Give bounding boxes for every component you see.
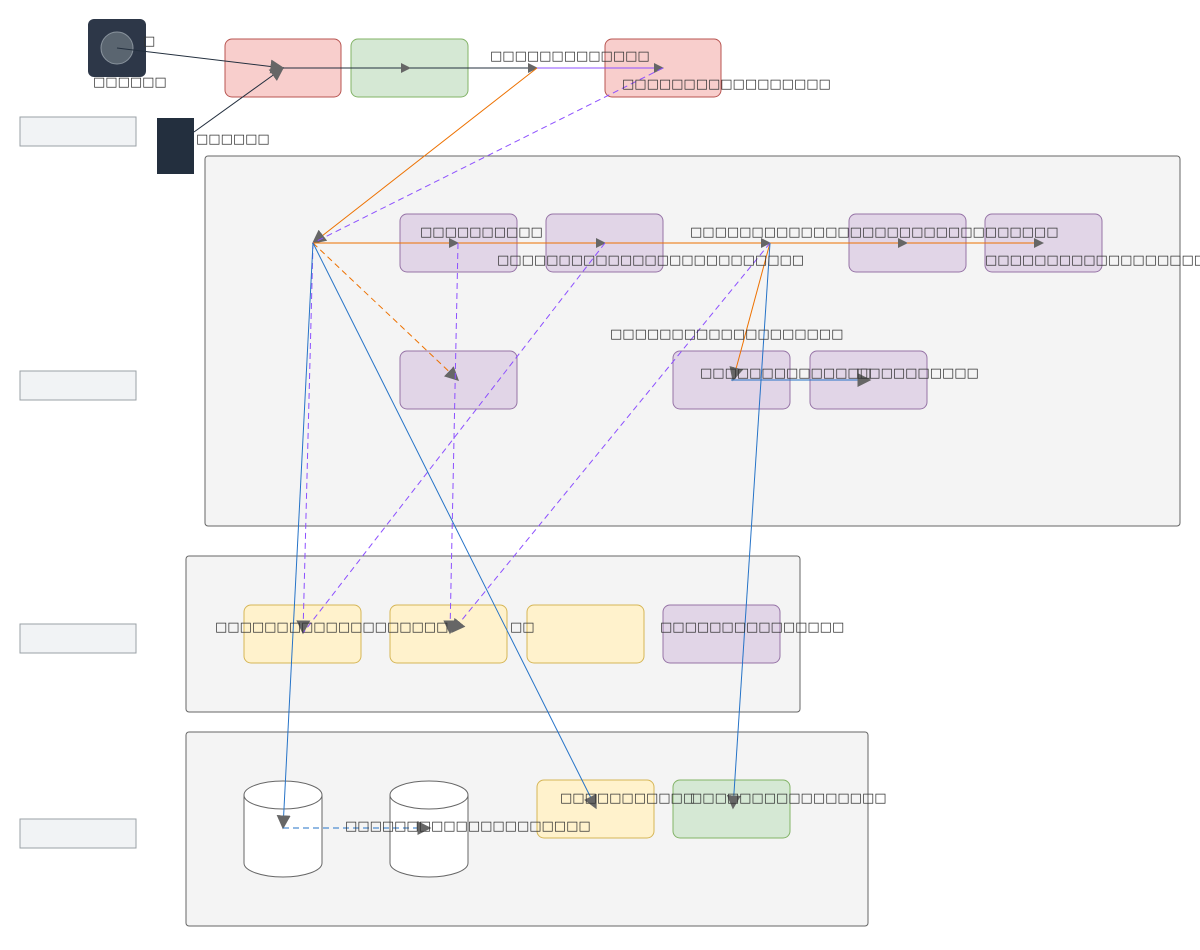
edge bbox=[451, 242, 771, 634]
node-service-4[interactable] bbox=[662, 604, 781, 664]
lane-label-2 bbox=[19, 370, 137, 401]
edge bbox=[116, 47, 285, 74]
edge bbox=[311, 67, 538, 244]
lane-label-4 bbox=[19, 818, 137, 849]
edge-label: □□□□□□□□□□ bbox=[420, 225, 543, 240]
device-icon[interactable] bbox=[157, 118, 194, 174]
edge bbox=[302, 242, 606, 634]
edge bbox=[193, 67, 285, 133]
edge-label: □□□□□□□□□□□□□□□□□□□ bbox=[215, 620, 448, 635]
user-label: □□□□□□ bbox=[93, 75, 167, 90]
lane-label-1 bbox=[19, 116, 137, 147]
edge bbox=[312, 242, 597, 810]
edge-label: □□□□□□□□□□□□□□□□□□□□□□□□□ bbox=[497, 253, 804, 268]
edge bbox=[726, 242, 771, 810]
user-badge: □ bbox=[143, 34, 155, 49]
database-1-icon[interactable] bbox=[243, 780, 323, 878]
lane-label-3 bbox=[19, 623, 137, 654]
node-storage-2[interactable] bbox=[672, 779, 791, 839]
edge bbox=[312, 67, 664, 244]
edge-label: □□□□□□□□□□□□□□□ bbox=[660, 620, 844, 635]
edge-label: □□□□□□□□□□□□□□□□□□□□ bbox=[345, 819, 591, 834]
node-service-3[interactable] bbox=[526, 604, 645, 664]
edge-label: □□□□□□□□□□□□□□□□□□□ bbox=[985, 253, 1200, 268]
edge-label: □□□□□□□□□□□□□□□□ bbox=[690, 791, 887, 806]
edge bbox=[296, 242, 314, 635]
edge-label: □□□□□□□□□□□□□□ bbox=[700, 366, 872, 381]
edge-label: □□□□□□□□□□□□□ bbox=[490, 49, 650, 64]
database-2-icon[interactable] bbox=[389, 780, 469, 878]
edge bbox=[276, 242, 314, 830]
edge-label: □□ bbox=[510, 620, 535, 635]
edge-label: □□□□□□□□□□□□□□□□□□□ bbox=[610, 327, 843, 342]
edge-label: □□□□□□□□□□□□□□□□□ bbox=[622, 77, 831, 92]
edge bbox=[729, 242, 771, 382]
edge-label: □□□□□□□□□□□ bbox=[560, 791, 695, 806]
edge-label: □□□□□□□□□□□□□□□□□□□□□□□□□□□□□□ bbox=[690, 225, 1058, 240]
device-label: □□□□□□ bbox=[196, 132, 270, 147]
edge-label: □□□□□□□□□□ bbox=[856, 366, 979, 381]
edge bbox=[312, 242, 460, 381]
edge bbox=[443, 242, 459, 635]
edges bbox=[116, 47, 1044, 835]
